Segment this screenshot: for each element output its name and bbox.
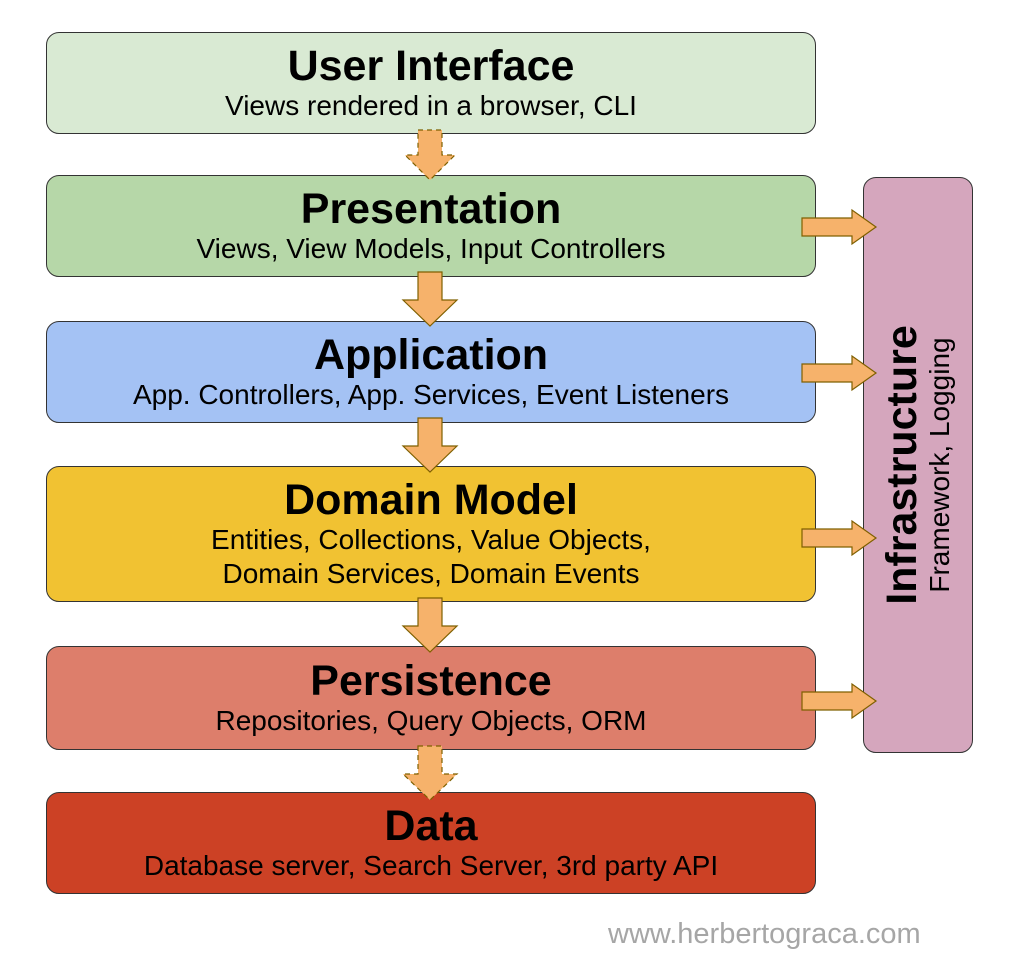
arrow-right-domain-infrastructure [801,519,878,557]
layer-subtitle: Views, View Models, Input Controllers [196,233,666,264]
layer-subtitle: Repositories, Query Objects, ORM [215,705,647,736]
arrow-right-persistence-infrastructure [801,682,878,720]
layer-persistence: Persistence Repositories, Query Objects,… [46,646,816,750]
layer-subtitle-line-2: Domain Services, Domain Events [222,558,640,589]
watermark: www.herbertograca.com [608,918,921,950]
layer-title: Data [384,802,478,850]
arrow-down-ui-presentation [403,129,457,181]
arrow-right-application-infrastructure [801,354,878,392]
layer-domain-model: Domain Model Entities, Collections, Valu… [46,466,816,602]
layer-subtitle: Database server, Search Server, 3rd part… [143,850,719,881]
arrow-down-application-domain [401,417,459,473]
layer-title: Domain Model [284,476,578,524]
layer-user-interface: User Interface Views rendered in a brows… [46,32,816,134]
layer-title: Application [313,331,549,379]
layer-title: User Interface [287,42,575,90]
layer-title: Persistence [310,657,552,705]
arrow-down-domain-persistence [401,597,459,653]
layer-title: Presentation [300,185,562,233]
layer-subtitle-line-1: Entities, Collections, Value Objects, [211,524,651,555]
arrow-down-persistence-data [401,745,459,801]
layer-subtitle: App. Controllers, App. Services, Event L… [132,379,730,410]
layer-data: Data Database server, Search Server, 3rd… [46,792,816,894]
arrow-down-presentation-application [401,271,459,327]
layer-subtitle: Views rendered in a browser, CLI [225,90,637,121]
arrow-right-presentation-infrastructure [801,208,878,246]
infrastructure-box: Infrastructure Framework, Logging [863,177,973,753]
